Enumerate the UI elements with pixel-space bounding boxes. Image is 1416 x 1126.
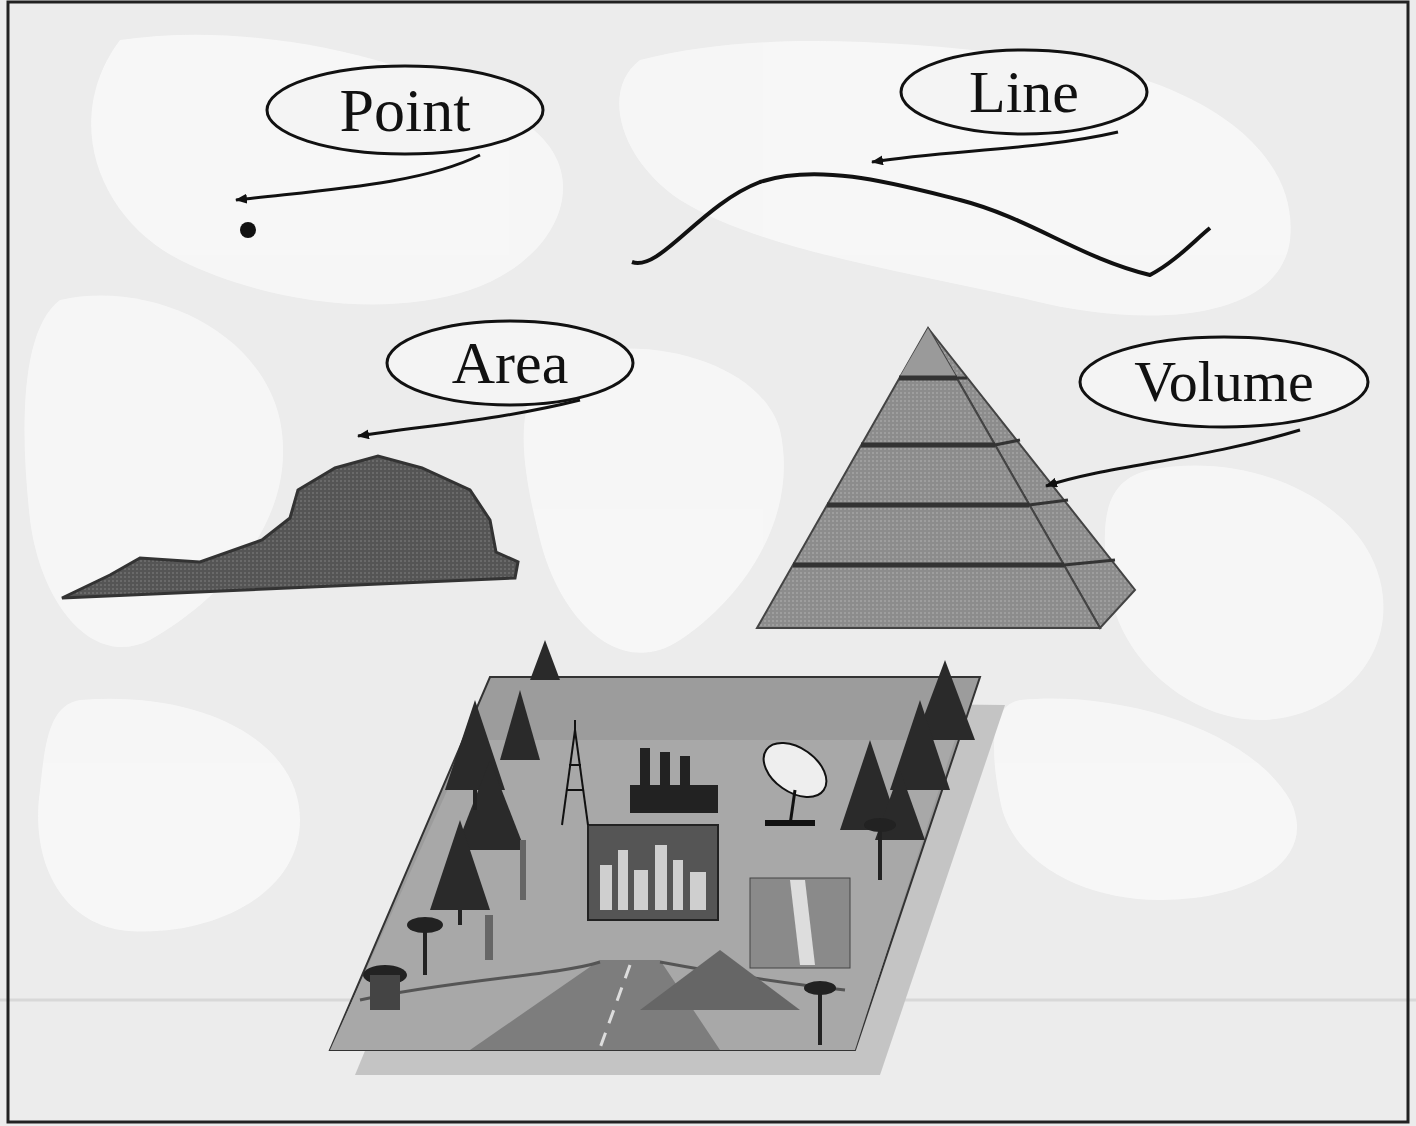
landscape-scene	[330, 640, 1005, 1075]
oval-label: Point	[340, 79, 471, 141]
oval-label: Area	[452, 333, 569, 393]
line-feature	[632, 174, 1210, 275]
label-oval: Area	[385, 319, 635, 407]
oval-label: Volume	[1134, 353, 1313, 411]
area-shape	[62, 456, 518, 598]
leader-arrow	[236, 132, 1300, 486]
point-dot	[240, 222, 256, 238]
label-oval: Volume	[1078, 335, 1370, 429]
label-oval: Line	[899, 48, 1149, 136]
oval-label: Line	[969, 62, 1079, 122]
label-oval: Point	[265, 64, 545, 156]
